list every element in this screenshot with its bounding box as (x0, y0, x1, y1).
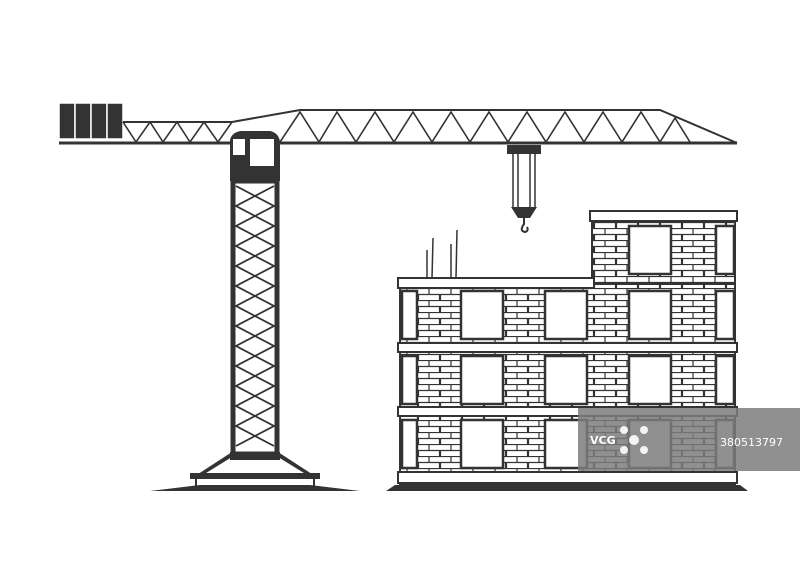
watermark: VCG 380513797 (578, 408, 800, 471)
crane-cab (230, 131, 280, 181)
crane-base (150, 452, 360, 491)
watermark-flower-icon (620, 426, 648, 454)
watermark-id: 380513797 (720, 436, 783, 449)
crane-jib (231, 109, 738, 145)
building-ground (386, 485, 748, 491)
crane-mast (230, 178, 280, 460)
watermark-logo: VCG (590, 434, 616, 447)
crane-counter-jib (59, 120, 233, 145)
tower-crane (58, 102, 738, 491)
rebar-rods (426, 229, 458, 279)
crane-counterweight (58, 102, 124, 140)
crane-hook-assembly (507, 145, 541, 234)
hook-icon (520, 218, 529, 234)
